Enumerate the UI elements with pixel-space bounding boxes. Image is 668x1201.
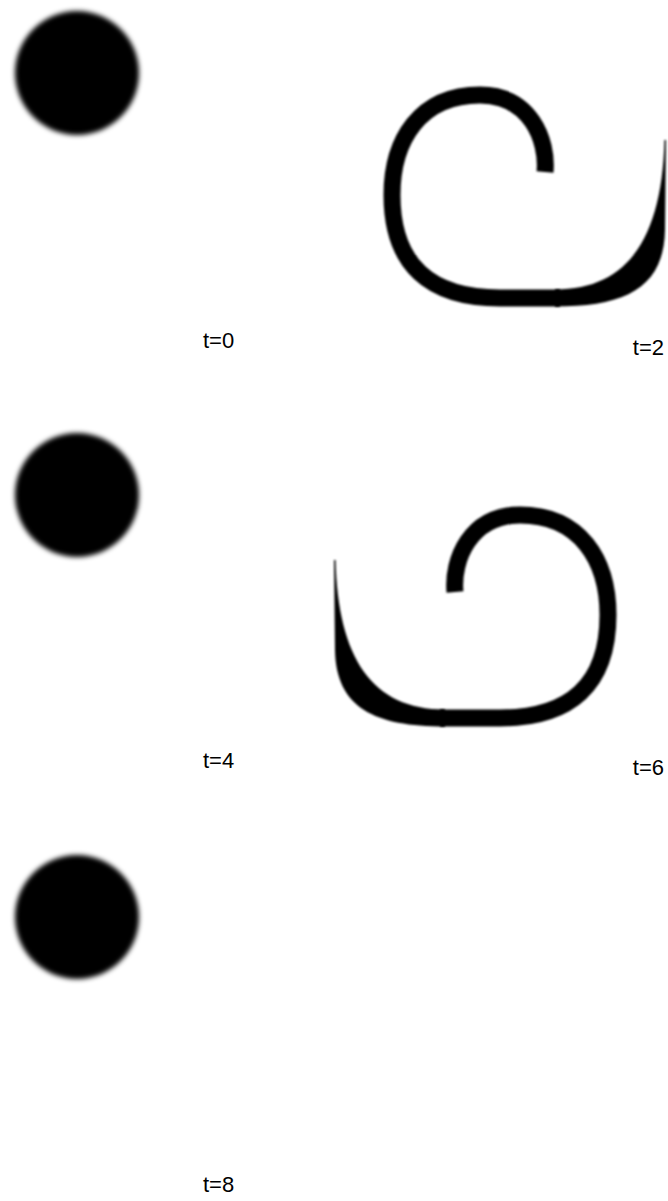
time-label: t=6: [633, 757, 664, 779]
spiral-blob: [392, 95, 666, 307]
time-label: t=0: [203, 330, 234, 352]
blob-disk: [15, 433, 139, 557]
time-label: t=4: [203, 750, 234, 772]
spiral-blob: [334, 515, 608, 727]
time-label: t=2: [633, 337, 664, 359]
blob-disk: [15, 855, 139, 979]
blob-disk: [15, 11, 139, 135]
time-label: t=8: [203, 1174, 234, 1196]
